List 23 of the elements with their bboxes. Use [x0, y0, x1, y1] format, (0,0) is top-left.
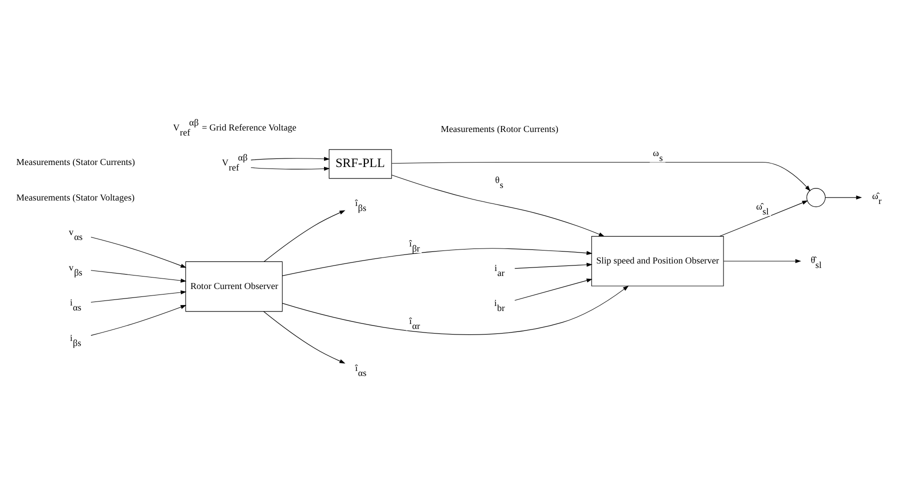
node-box: Rotor Current Observer [185, 260, 283, 312]
arrow [392, 161, 810, 191]
arrow [391, 174, 605, 236]
arrow [514, 278, 592, 300]
label: Measurements (Rotor Currents) [440, 124, 558, 135]
arrow [90, 304, 186, 336]
arrow [723, 258, 802, 263]
node-box: Slip speed and Position Observer [591, 236, 724, 286]
arrow [825, 195, 862, 200]
arrow [90, 270, 186, 282]
arrow [514, 262, 592, 268]
arrow [250, 156, 330, 160]
arrow [282, 248, 592, 276]
arrow [263, 310, 346, 363]
arrow [282, 285, 629, 334]
arrow [250, 166, 330, 170]
node-circle [806, 188, 826, 207]
label: Measurements (Stator Currents) [16, 158, 135, 168]
arrow [90, 236, 186, 268]
node-box: SRF-PLL [328, 148, 392, 178]
arrow [90, 290, 186, 302]
label: Measurements (Stator Voltages) [16, 192, 135, 203]
arrow [264, 210, 346, 262]
